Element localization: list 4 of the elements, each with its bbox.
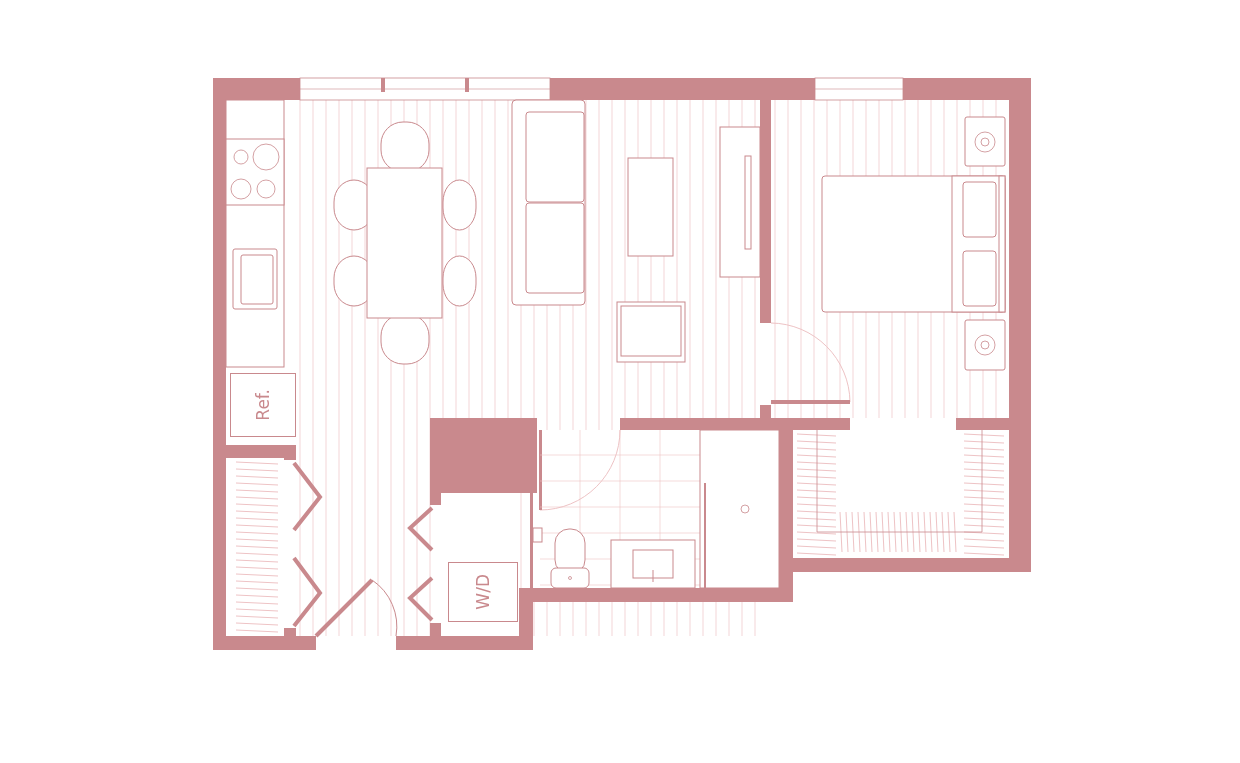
appliance-box — [230, 373, 296, 437]
appliance-box — [448, 562, 518, 622]
appliance-label: Ref. — [253, 389, 273, 421]
appliance-label: W/D — [473, 574, 493, 610]
